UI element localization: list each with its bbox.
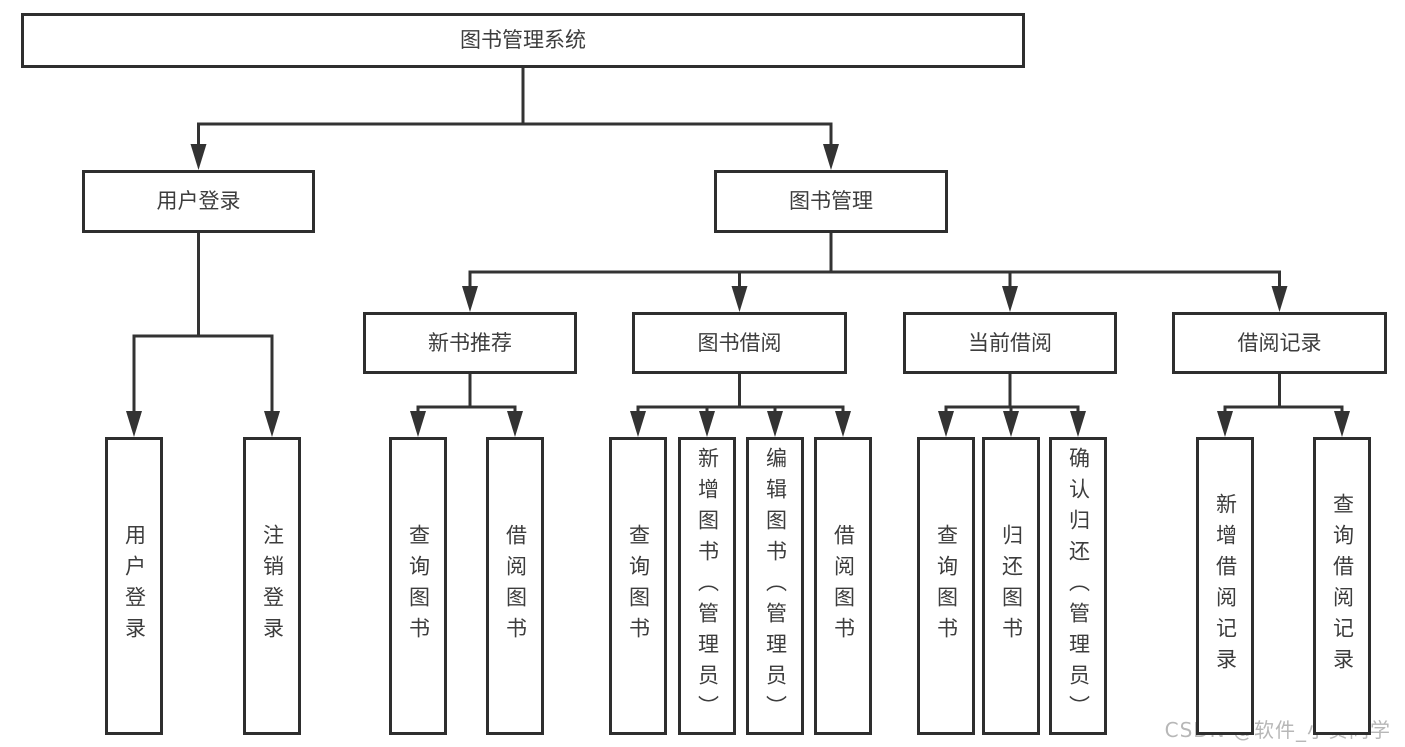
node-nb-borrow: 借阅图书 [486,437,544,735]
node-bb-borrow: 借阅图书 [814,437,872,735]
node-borrow-records: 借阅记录 [1172,312,1387,374]
node-br-query: 查询借阅记录 [1313,437,1371,735]
node-current-borrow: 当前借阅 [903,312,1117,374]
node-book-borrow: 图书借阅 [632,312,847,374]
node-root: 图书管理系统 [21,13,1025,68]
node-bb-query: 查询图书 [609,437,667,735]
node-cb-return: 归还图书 [982,437,1040,735]
node-user-login: 用户登录 [82,170,315,233]
node-new-books: 新书推荐 [363,312,577,374]
node-bb-edit: 编辑图书（管理员） [746,437,804,735]
node-book-mgmt: 图书管理 [714,170,948,233]
node-cb-query: 查询图书 [917,437,975,735]
node-bb-add: 新增图书（管理员） [678,437,736,735]
node-br-add: 新增借阅记录 [1196,437,1254,735]
node-ul-logout: 注销登录 [243,437,301,735]
node-cb-confirm: 确认归还（管理员） [1049,437,1107,735]
node-nb-query: 查询图书 [389,437,447,735]
node-ul-login: 用户登录 [105,437,163,735]
